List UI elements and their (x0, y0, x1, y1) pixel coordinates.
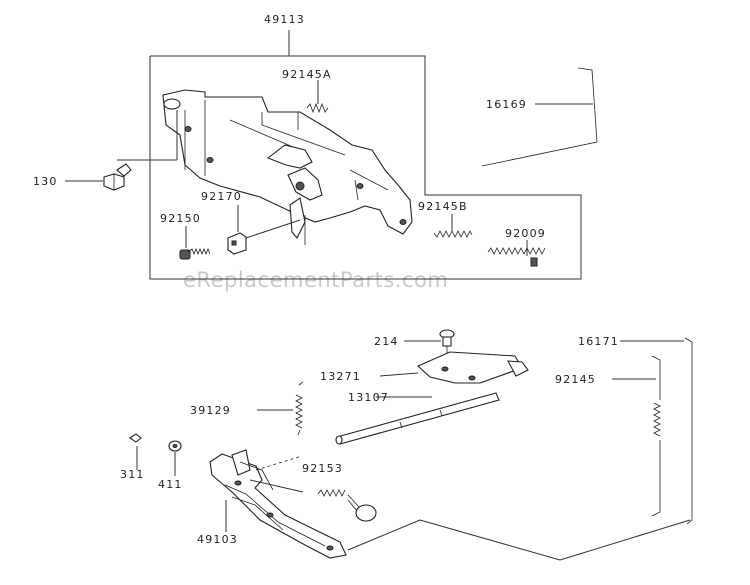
spring-92145-part (612, 355, 661, 517)
washer-411-part (168, 440, 182, 476)
rod-16171-part (620, 337, 693, 525)
callout-49113: 49113 (264, 13, 305, 26)
clip-92170-part (227, 205, 301, 255)
callout-13107: 13107 (348, 391, 389, 404)
callout-92145: 92145 (555, 373, 596, 386)
callout-92145A: 92145A (282, 68, 332, 81)
callout-214: 214 (374, 335, 399, 348)
callout-92153: 92153 (302, 462, 343, 475)
spring-92145A-part (306, 102, 329, 114)
callout-92170: 92170 (201, 190, 242, 203)
watermark-text: eReplacementParts.com (183, 268, 448, 292)
plate-13271-part (379, 351, 529, 384)
washer-311-part (129, 433, 142, 470)
bolt-92153-part (249, 479, 377, 522)
spring-92145B-part (433, 214, 473, 238)
callout-92009: 92009 (505, 227, 546, 240)
callout-16169: 16169 (486, 98, 527, 111)
callout-92145B: 92145B (418, 200, 468, 213)
callout-16171: 16171 (578, 335, 619, 348)
lever-49103-part (209, 449, 347, 559)
screw-92009-part (487, 240, 546, 267)
callout-13271: 13271 (320, 370, 361, 383)
lower-assembly: 214 16171 13271 92145 39129 13107 311 41… (120, 329, 693, 561)
screw-130-part (103, 110, 178, 191)
callout-130: 130 (33, 175, 58, 188)
shaft-13107-part (335, 392, 500, 445)
upper-assembly: 49113 92145A 16169 130 92170 92150 92145… (33, 13, 598, 280)
spring-39129-part (257, 381, 304, 436)
bolt-92150-part (179, 226, 211, 260)
governor-plate-part (162, 89, 413, 245)
callout-49103: 49103 (197, 533, 238, 546)
callout-411: 411 (158, 478, 183, 491)
callout-311: 311 (120, 468, 145, 481)
callout-39129: 39129 (190, 404, 231, 417)
rod-16169-part (481, 67, 598, 167)
callout-92150: 92150 (160, 212, 201, 225)
assembly-frame (149, 55, 582, 280)
